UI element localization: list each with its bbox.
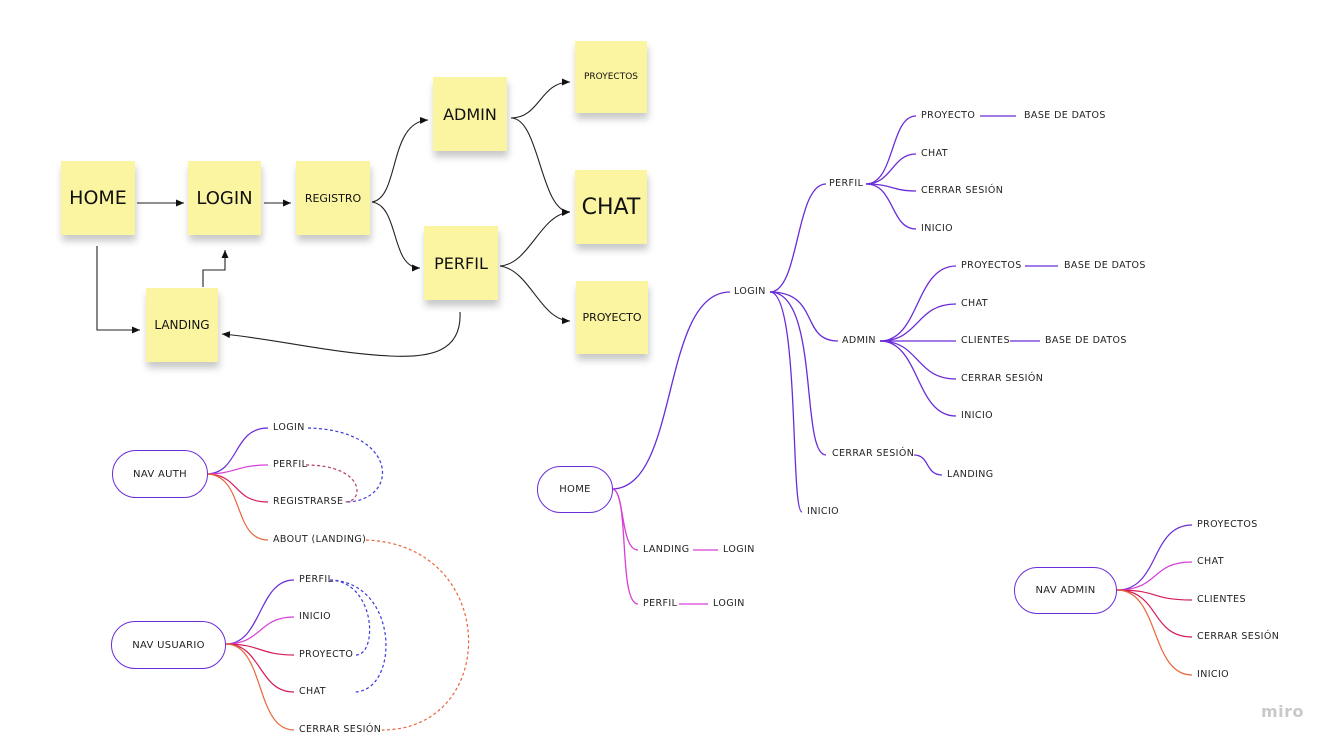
nav-admin-item-chat[interactable]: CHAT	[1197, 556, 1224, 567]
sitemap-cerrar-landing[interactable]: LANDING	[947, 469, 994, 480]
nav-admin-item-proyectos[interactable]: PROYECTOS	[1197, 519, 1258, 530]
nav-admin-item-inicio[interactable]: INICIO	[1197, 669, 1230, 680]
nav-auth-branches	[205, 427, 470, 731]
sitemap-perfil-proyecto-db[interactable]: BASE DE DATOS	[1024, 110, 1106, 121]
sitemap-login[interactable]: LOGIN	[734, 286, 766, 297]
miro-logo: miro	[1260, 702, 1304, 721]
nav-admin-branches	[1116, 524, 1193, 676]
nav-auth-item-login[interactable]: LOGIN	[273, 422, 305, 433]
sitemap-perfil-public[interactable]: PERFIL	[643, 598, 678, 609]
sitemap-branches	[611, 115, 1058, 605]
nav-usuario-root[interactable]: NAV USUARIO	[111, 621, 226, 669]
sitemap-admin-inicio[interactable]: INICIO	[961, 410, 994, 421]
nav-admin-root[interactable]: NAV ADMIN	[1014, 567, 1117, 614]
sticky-proyecto[interactable]: PROYECTO	[576, 281, 648, 354]
nav-auth-item-about[interactable]: ABOUT (LANDING)	[273, 534, 367, 545]
sitemap-perfil-cerrar-sesion[interactable]: CERRAR SESIÓN	[921, 185, 1004, 196]
nav-auth-item-registrarse[interactable]: REGISTRARSE	[273, 496, 344, 507]
nav-usuario-item-chat[interactable]: CHAT	[299, 686, 326, 697]
sitemap-admin-clientes-db[interactable]: BASE DE DATOS	[1045, 335, 1127, 346]
sticky-home[interactable]: HOME	[61, 161, 135, 235]
sitemap-landing-login[interactable]: LOGIN	[723, 544, 755, 555]
nav-admin-item-clientes[interactable]: CLIENTES	[1197, 594, 1246, 605]
sticky-perfil[interactable]: PERFIL	[424, 226, 498, 300]
arrow-perfil-landing	[221, 311, 461, 357]
nav-auth-item-perfil[interactable]: PERFIL	[273, 459, 308, 470]
sitemap-perfil[interactable]: PERFIL	[829, 178, 864, 189]
nav-usuario-item-cerrar-sesion[interactable]: CERRAR SESIÓN	[299, 724, 382, 735]
sitemap-inicio[interactable]: INICIO	[807, 506, 840, 517]
sticky-proyectos[interactable]: PROYECTOS	[575, 41, 647, 113]
sitemap-landing[interactable]: LANDING	[643, 544, 690, 555]
arrow-admin-chat	[510, 117, 571, 216]
sticky-landing[interactable]: LANDING	[146, 288, 218, 362]
sitemap-cerrar-sesion[interactable]: CERRAR SESIÓN	[832, 448, 915, 459]
sitemap-admin-chat[interactable]: CHAT	[961, 298, 988, 309]
sitemap-perfil-public-login[interactable]: LOGIN	[713, 598, 745, 609]
sitemap-admin-clientes[interactable]: CLIENTES	[961, 335, 1010, 346]
arrow-admin-proyectos	[510, 78, 571, 119]
arrow-registro-admin	[371, 116, 429, 203]
sitemap-perfil-inicio[interactable]: INICIO	[921, 223, 954, 234]
sticky-admin[interactable]: ADMIN	[433, 77, 507, 151]
arrow-home-landing	[96, 246, 140, 334]
sitemap-perfil-chat[interactable]: CHAT	[921, 148, 948, 159]
nav-admin-item-cerrar-sesion[interactable]: CERRAR SESIÓN	[1197, 631, 1280, 642]
nav-usuario-branches	[225, 579, 387, 731]
sitemap-admin-proyectos[interactable]: PROYECTOS	[961, 260, 1022, 271]
sticky-registro[interactable]: REGISTRO	[296, 161, 370, 235]
arrow-perfil-chat	[499, 209, 571, 267]
sticky-chat[interactable]: CHAT	[575, 170, 647, 244]
arrow-registro-perfil	[371, 201, 421, 272]
sitemap-admin-cerrar-sesion[interactable]: CERRAR SESIÓN	[961, 373, 1044, 384]
arrow-landing-login	[202, 250, 229, 287]
nav-usuario-item-perfil[interactable]: PERFIL	[299, 574, 334, 585]
sitemap-perfil-proyecto[interactable]: PROYECTO	[921, 110, 976, 121]
sticky-login[interactable]: LOGIN	[188, 161, 261, 235]
sitemap-admin[interactable]: ADMIN	[842, 335, 876, 346]
nav-usuario-item-inicio[interactable]: INICIO	[299, 611, 332, 622]
flow-arrows	[96, 78, 571, 357]
arrow-perfil-proyecto	[499, 265, 571, 325]
nav-usuario-item-proyecto[interactable]: PROYECTO	[299, 649, 354, 660]
sitemap-home-root[interactable]: HOME	[537, 466, 613, 513]
nav-auth-root[interactable]: NAV AUTH	[112, 450, 208, 498]
sitemap-admin-proyectos-db[interactable]: BASE DE DATOS	[1064, 260, 1146, 271]
